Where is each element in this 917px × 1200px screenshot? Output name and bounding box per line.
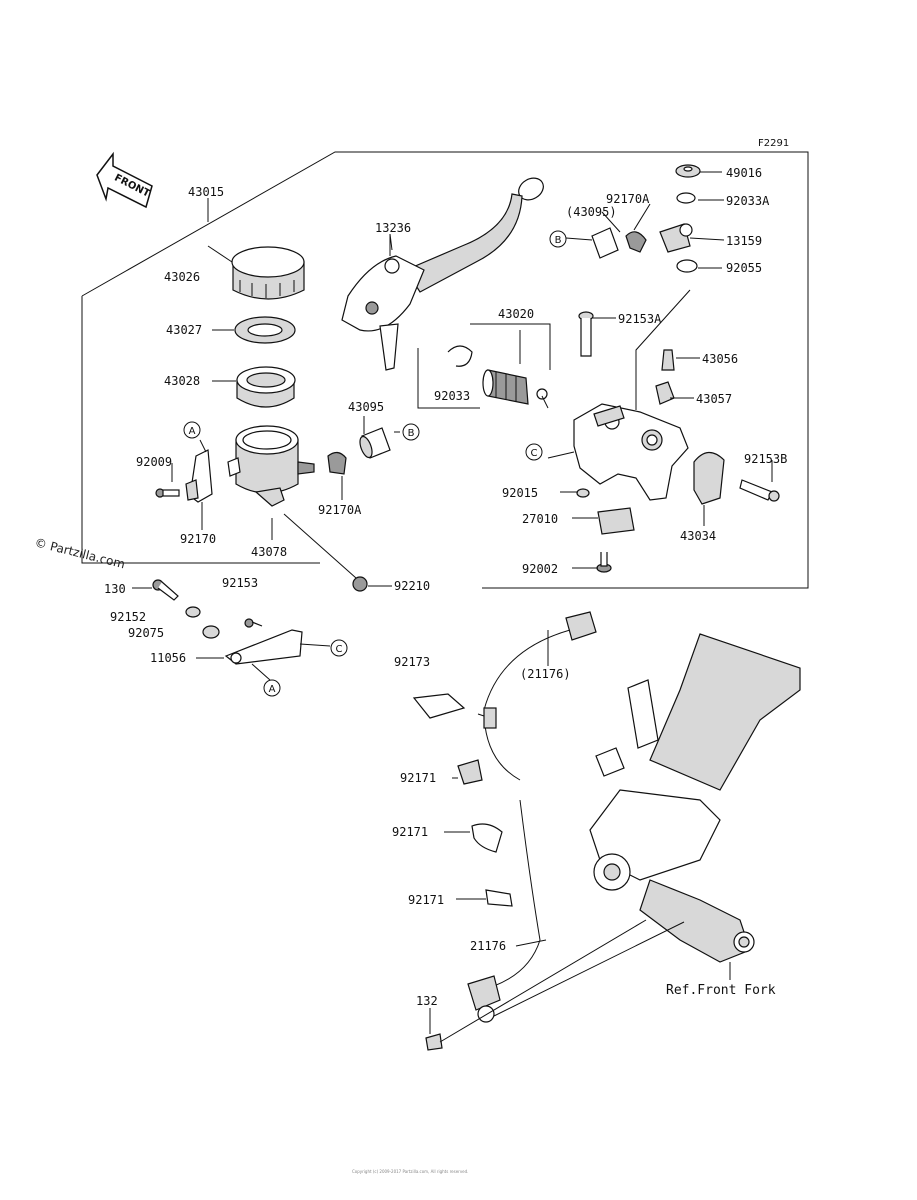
label-92152: 92152 bbox=[110, 610, 146, 624]
label-43027: 43027 bbox=[166, 323, 202, 337]
bolt-92153A bbox=[578, 311, 594, 357]
washer-92015 bbox=[576, 488, 590, 498]
label-92170A-top: 92170A bbox=[606, 192, 650, 206]
marker-B-upper: B bbox=[549, 230, 567, 248]
label-43034: 43034 bbox=[680, 529, 716, 543]
diaphragm-plate bbox=[234, 316, 296, 344]
bolt-132 bbox=[425, 1033, 443, 1051]
label-92009: 92009 bbox=[136, 455, 172, 469]
label-92153B: 92153B bbox=[744, 452, 787, 466]
label-92033A: 92033A bbox=[726, 194, 770, 208]
svg-text:A: A bbox=[269, 684, 276, 695]
svg-text:B: B bbox=[408, 428, 415, 439]
label-13159: 13159 bbox=[726, 234, 762, 248]
reservoir-cap bbox=[231, 246, 305, 300]
label-92055: 92055 bbox=[726, 261, 762, 275]
front-arrow: FRONT bbox=[96, 151, 153, 209]
marker-A-lower: A bbox=[263, 679, 281, 697]
screw-92009 bbox=[155, 488, 180, 498]
label-43056: 43056 bbox=[702, 352, 738, 366]
o-ring-92055 bbox=[676, 259, 698, 273]
grommet-92075 bbox=[202, 625, 220, 639]
svg-text:B: B bbox=[555, 235, 562, 246]
label-43057: 43057 bbox=[696, 392, 732, 406]
label-49016: 49016 bbox=[726, 166, 762, 180]
washer-92152 bbox=[185, 606, 201, 618]
hose-clip-3 bbox=[485, 889, 513, 907]
circlip-92033A bbox=[676, 192, 696, 204]
label-43020: 43020 bbox=[498, 307, 534, 321]
svg-text:A: A bbox=[189, 426, 196, 437]
label-92210: 92210 bbox=[394, 579, 430, 593]
label-13236: 13236 bbox=[375, 221, 411, 235]
label-92015: 92015 bbox=[502, 486, 538, 500]
partzilla-watermark: © Partzilla.com bbox=[33, 535, 126, 571]
reservoir-hose bbox=[359, 427, 391, 459]
hose-clip-2 bbox=[471, 823, 503, 853]
assembly-boundary bbox=[81, 151, 809, 589]
label-92171-1: 92171 bbox=[400, 771, 436, 785]
leader-lines bbox=[132, 171, 773, 1043]
copyright-line: Copyright (c) 2009-2017 Partzilla.com, A… bbox=[352, 1169, 468, 1174]
banjo-fitting bbox=[659, 223, 693, 253]
stay-11056 bbox=[224, 629, 303, 665]
handlebar-clamp bbox=[693, 451, 725, 505]
label-92033: 92033 bbox=[434, 389, 470, 403]
marker-A-upper: A bbox=[183, 421, 201, 439]
master-cylinder-body bbox=[573, 403, 689, 501]
hose-end-fitting bbox=[467, 975, 501, 1023]
diaphragm bbox=[236, 366, 296, 408]
label-132: 132 bbox=[416, 994, 438, 1008]
reservoir-bracket bbox=[185, 449, 213, 503]
label-92075: 92075 bbox=[128, 626, 164, 640]
label-27010: 27010 bbox=[522, 512, 558, 526]
screw-92002 bbox=[596, 552, 612, 573]
brake-hose bbox=[412, 611, 597, 987]
label-92153: 92153 bbox=[222, 576, 258, 590]
marker-C-upper: C bbox=[525, 443, 543, 461]
marker-C-lower: C bbox=[330, 639, 348, 657]
label-43078: 43078 bbox=[251, 545, 287, 559]
reference-front-fork: Ref.Front Fork bbox=[666, 983, 776, 998]
label-92153A: 92153A bbox=[618, 312, 662, 326]
label-43028: 43028 bbox=[164, 374, 200, 388]
cap-49016 bbox=[675, 164, 701, 178]
label-43015: 43015 bbox=[188, 185, 224, 199]
label-92173: 92173 bbox=[394, 655, 430, 669]
brake-light-switch bbox=[597, 507, 635, 535]
label-43026: 43026 bbox=[164, 270, 200, 284]
figure-code: F2291 bbox=[758, 138, 789, 149]
brake-lever bbox=[341, 177, 544, 371]
svg-text:C: C bbox=[336, 644, 343, 655]
label-92170A-mid: 92170A bbox=[318, 503, 362, 517]
bolt-92153B bbox=[739, 479, 780, 502]
label-43095: 43095 bbox=[348, 400, 384, 414]
circlip-92033 bbox=[447, 345, 473, 367]
label-92171-3: 92171 bbox=[408, 893, 444, 907]
label-21176: 21176 bbox=[470, 939, 506, 953]
bolt-92153 bbox=[244, 618, 263, 628]
label-21176-paren: (21176) bbox=[520, 667, 571, 681]
bolt-130 bbox=[152, 579, 179, 601]
hose-clip-1 bbox=[457, 759, 483, 785]
reservoir-tank bbox=[227, 425, 315, 507]
nut-92210 bbox=[352, 576, 368, 592]
label-11056: 11056 bbox=[150, 651, 186, 665]
piston-assembly bbox=[482, 369, 548, 405]
hose-clamp-mid bbox=[327, 451, 347, 475]
svg-text:C: C bbox=[531, 448, 538, 459]
bleeder-valve bbox=[655, 349, 675, 405]
label-92002: 92002 bbox=[522, 562, 558, 576]
marker-B-mid: B bbox=[402, 423, 420, 441]
label-92170: 92170 bbox=[180, 532, 216, 546]
label-130: 130 bbox=[104, 582, 126, 596]
front-fork bbox=[589, 633, 801, 963]
label-92171-2: 92171 bbox=[392, 825, 428, 839]
hose-clamp-top bbox=[625, 231, 647, 253]
hose-top bbox=[591, 227, 619, 259]
label-43095-paren: (43095) bbox=[566, 205, 617, 219]
